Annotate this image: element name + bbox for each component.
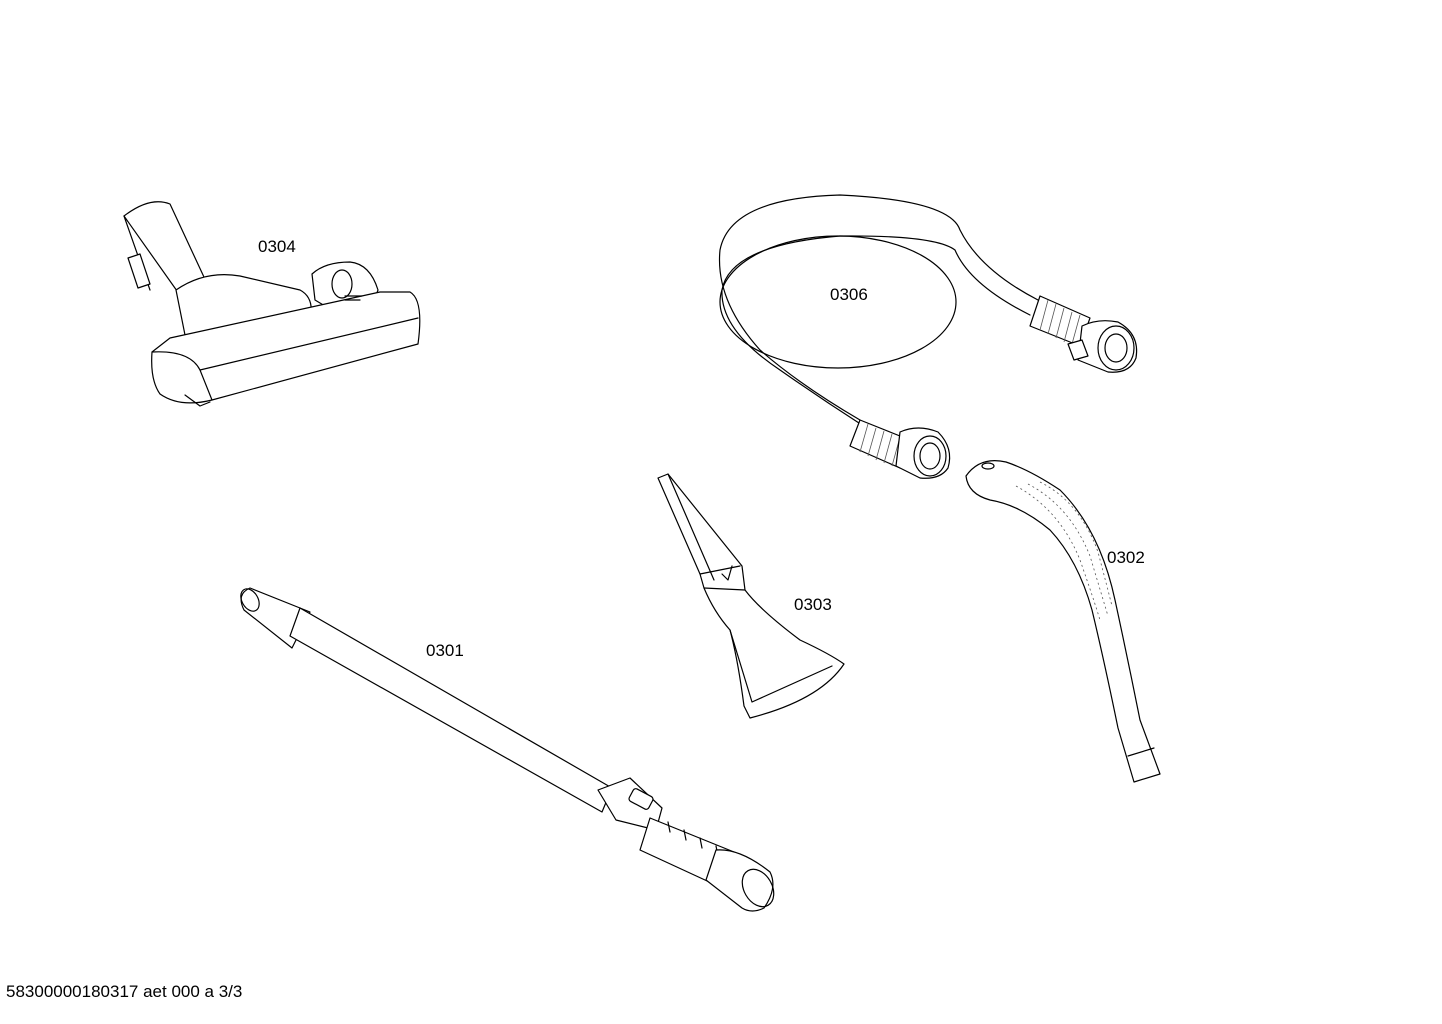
part-label-0302: 0302 (1107, 548, 1145, 567)
part-label-0306: 0306 (830, 285, 868, 304)
floor-nozzle-drawing (123, 201, 421, 407)
part-label-0303: 0303 (794, 595, 832, 614)
part-label-0301: 0301 (426, 641, 464, 660)
telescopic-tube-drawing (240, 587, 775, 912)
hose-drawing (718, 194, 1138, 479)
part-label-0304: 0304 (258, 237, 296, 256)
crevice-tool-drawing (657, 473, 845, 719)
handle-drawing (965, 460, 1161, 783)
document-code: 58300000180317 aet 000 a 3/3 (6, 982, 243, 1001)
